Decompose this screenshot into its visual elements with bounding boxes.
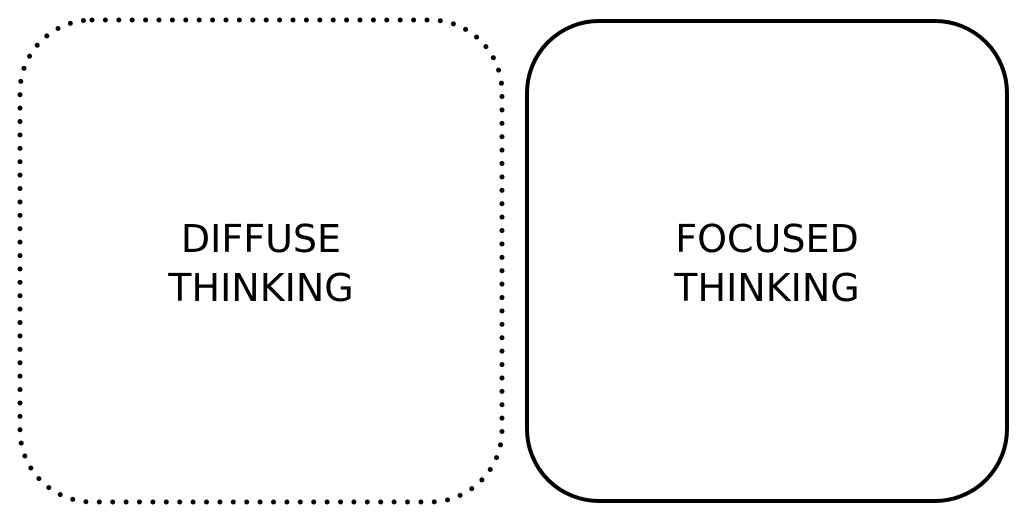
focused-box-label-line1: FOCUSED: [675, 217, 859, 261]
diffuse-box-label-line2: THINKING: [167, 266, 353, 310]
diffuse-thinking-box: DIFFUSE THINKING: [17, 17, 505, 505]
focused-box-label-line2: THINKING: [673, 266, 859, 310]
diffuse-box-border: [17, 17, 505, 505]
focused-box-border: [525, 19, 1009, 503]
diffuse-box-label-line1: DIFFUSE: [181, 217, 341, 261]
focused-thinking-box: FOCUSED THINKING: [525, 19, 1009, 503]
